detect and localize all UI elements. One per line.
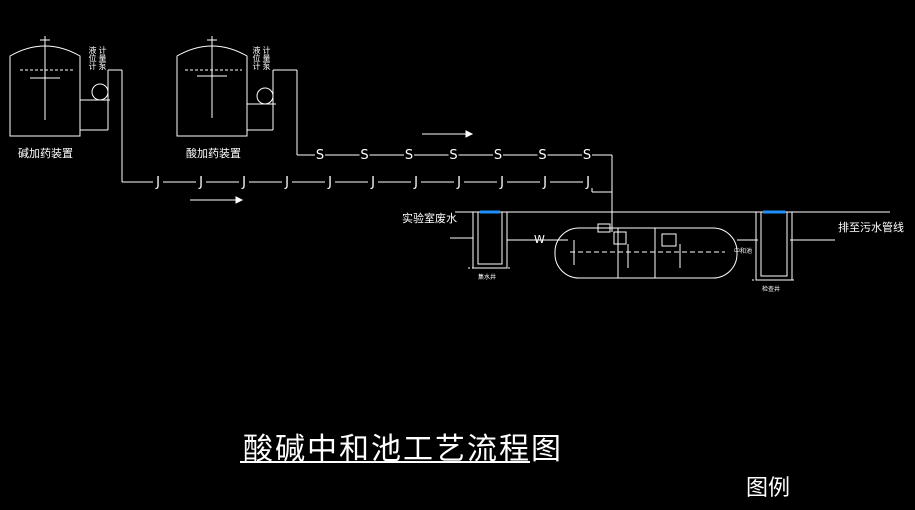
collection-pit-note: 集水井 — [478, 274, 497, 281]
pipe-marker: J — [370, 175, 375, 190]
neutralization-tank — [554, 223, 738, 279]
alkali-dosing-pipe — [121, 70, 593, 192]
inspection-well-note: 检查井 — [762, 286, 781, 293]
flow-arrow-alkali — [190, 196, 244, 204]
discharge-label: 排至污水管线 — [838, 221, 904, 234]
diagram-title: 酸碱中和池工艺流程图 — [243, 432, 563, 467]
pipe-marker: J — [241, 175, 246, 190]
acid-pump-label: 计量泵 — [262, 46, 271, 70]
inspection-well — [752, 210, 796, 281]
acid-level-gauge-label: 液位计 — [252, 46, 261, 70]
pipe-marker: S — [316, 148, 324, 163]
pipe-marker: J — [542, 175, 547, 190]
pipe-marker: S — [494, 148, 502, 163]
pipe-marker: J — [413, 175, 418, 190]
pipe-marker: J — [155, 175, 160, 190]
pipe-marker: J — [456, 175, 461, 190]
pipe-marker: S — [360, 148, 368, 163]
acid-device-label: 酸加药装置 — [186, 147, 241, 160]
pipe-marker: J — [327, 175, 332, 190]
acid-tank — [176, 36, 297, 137]
pipe-marker: J — [198, 175, 203, 190]
legend-label: 图例 — [746, 476, 791, 501]
flow-arrow-acid — [422, 130, 474, 138]
alkali-pump-label: 计量泵 — [98, 46, 107, 70]
pipe-marker: S — [583, 148, 591, 163]
pipe-marker: J — [585, 175, 590, 190]
tank-note: 中和池 — [734, 248, 753, 255]
pipe-marker: S — [449, 148, 457, 163]
alkali-tank — [9, 36, 122, 137]
pipe-w-mark: W — [534, 233, 545, 246]
pipe-marker: S — [405, 148, 413, 163]
collection-pit — [468, 210, 512, 269]
alkali-device-label: 碱加药装置 — [18, 147, 73, 160]
pipe-marker: J — [499, 175, 504, 190]
lab-wastewater-label: 实验室废水 — [402, 212, 457, 225]
pipe-marker: S — [538, 148, 546, 163]
alkali-level-gauge-label: 液位计 — [88, 46, 97, 70]
pipe-marker: J — [284, 175, 289, 190]
